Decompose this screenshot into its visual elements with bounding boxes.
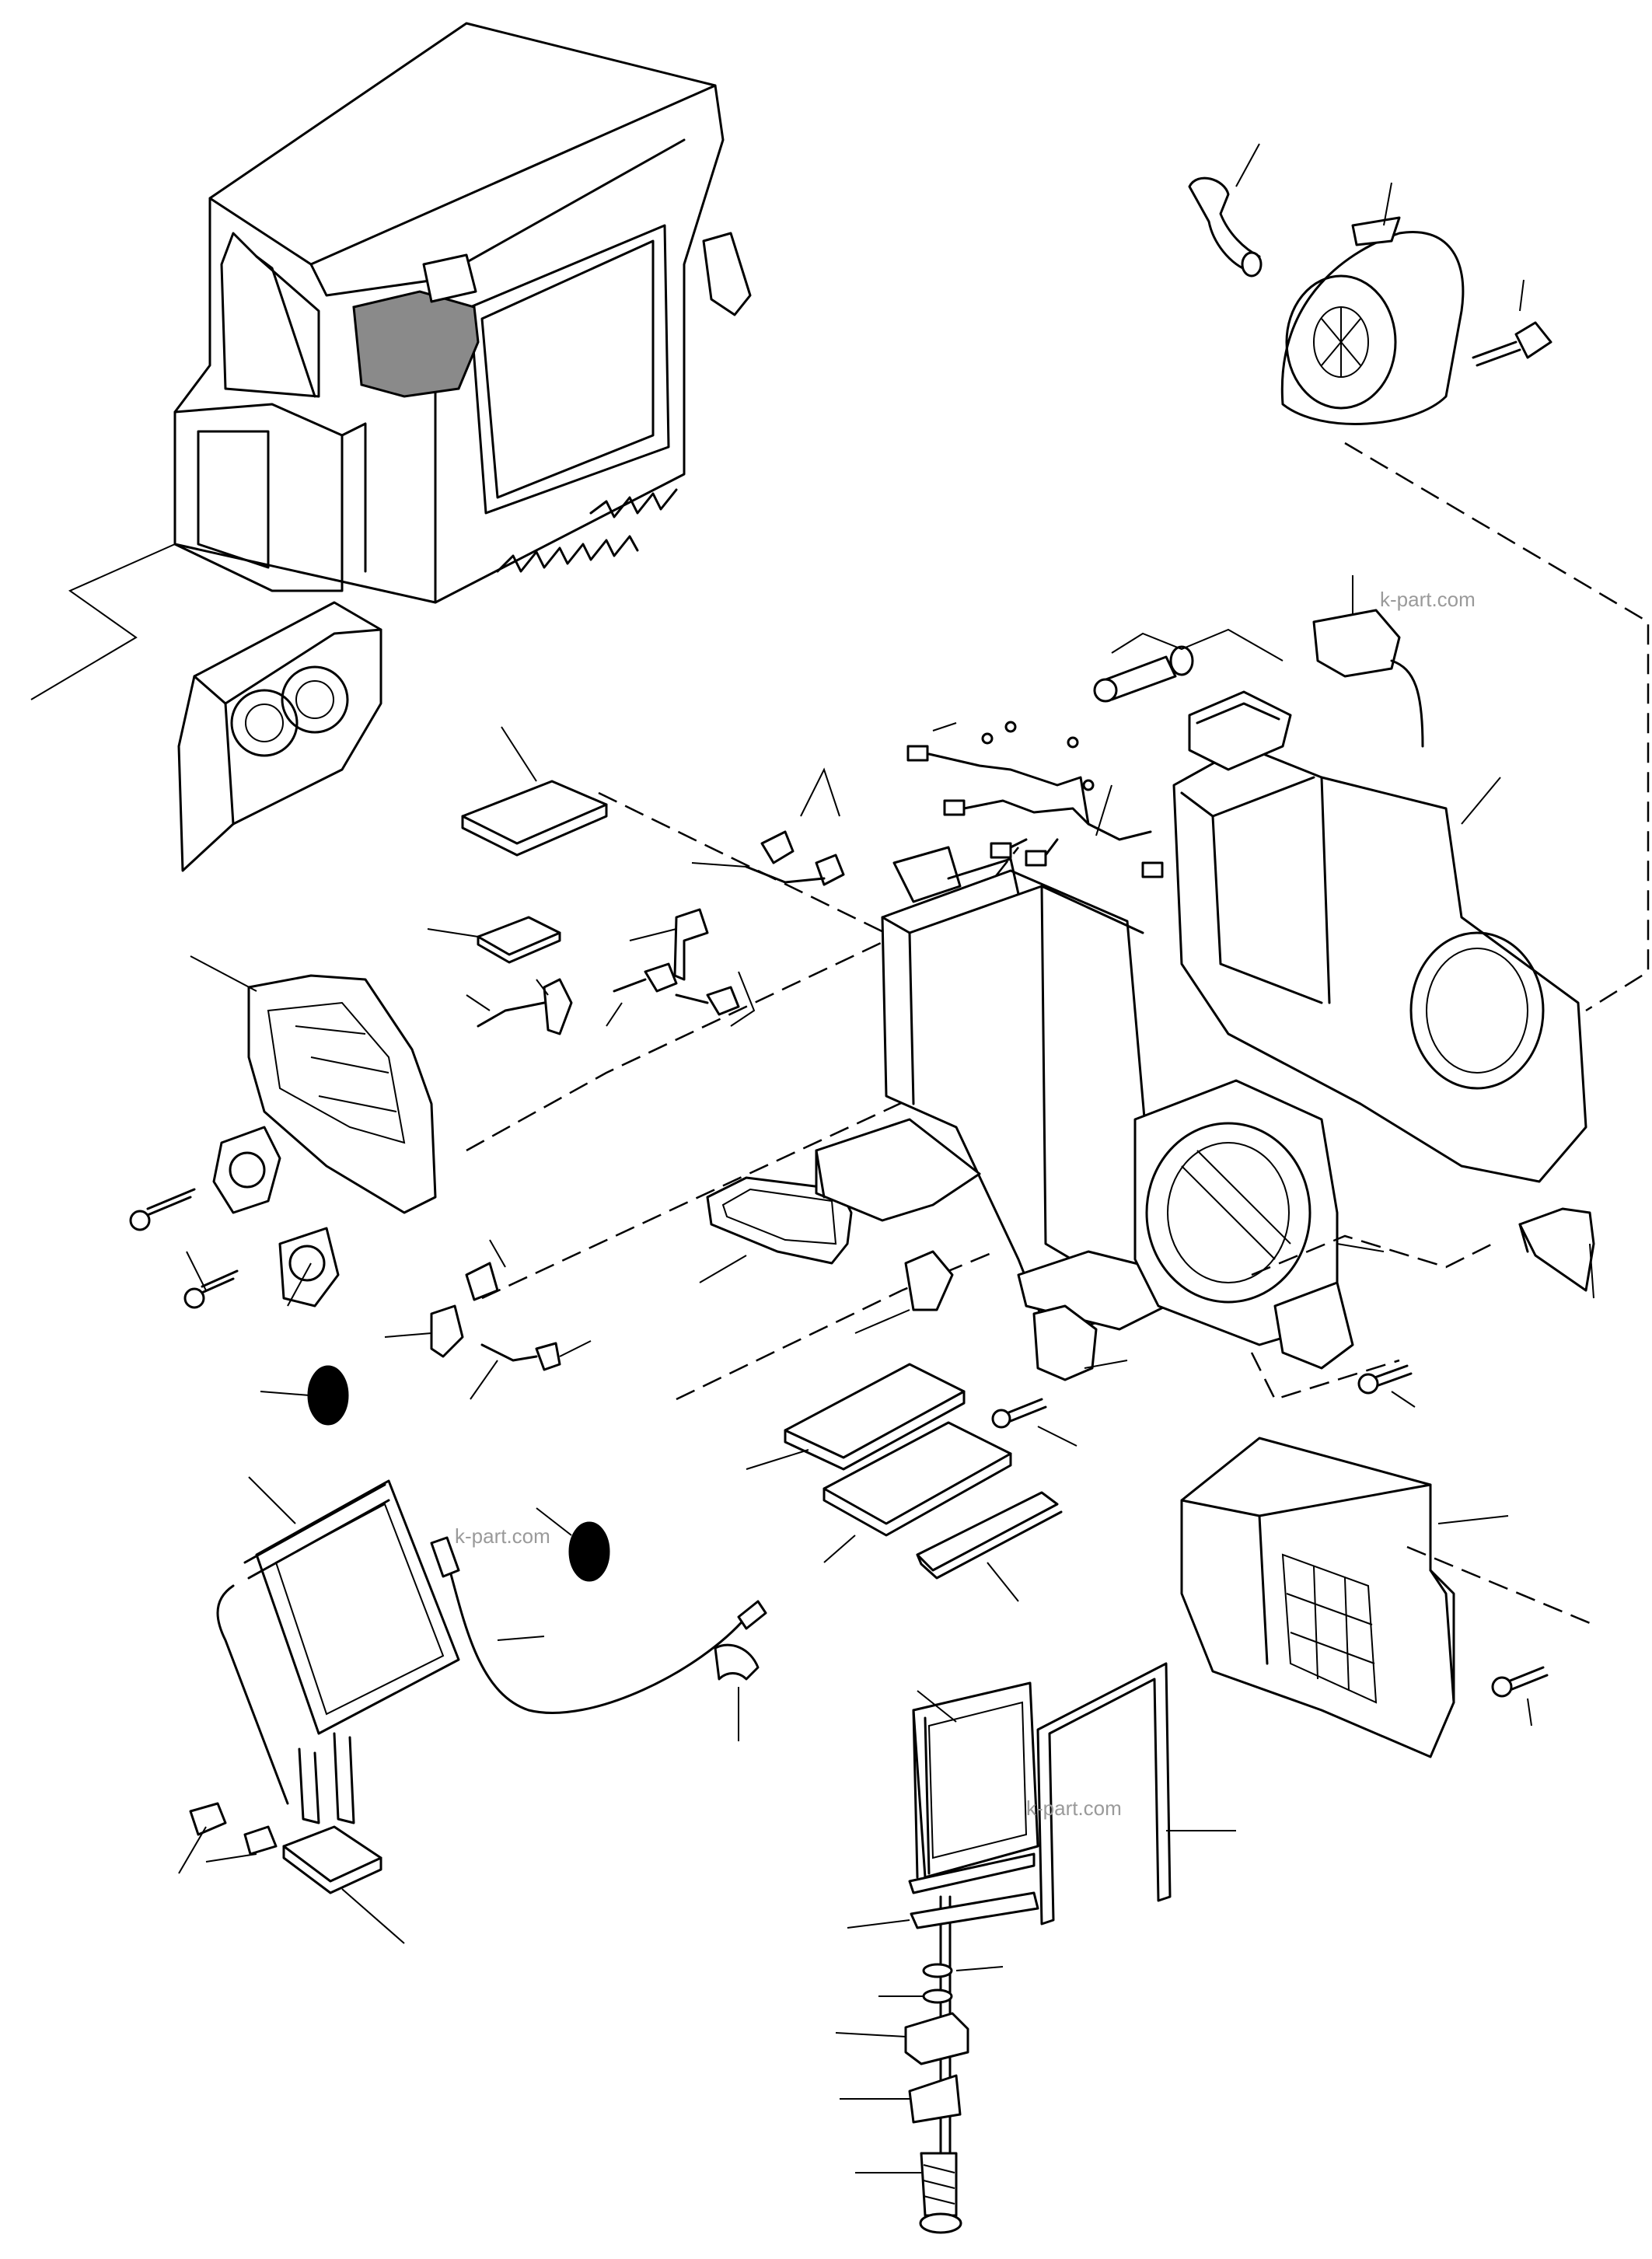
filter-trays [746,1250,1128,1602]
main-housing [815,846,1400,1401]
cab-assembly [30,22,752,700]
bolt-and-actuator [1093,575,1424,748]
temperature-sensor [430,1536,767,1741]
right-covers [1251,1207,1595,1408]
blower-housing [1172,442,1650,1183]
wiring-harness [906,721,1164,878]
watermark-text: k-part.com [1380,588,1476,611]
duct-seal [699,1176,853,1283]
evaporator [835,1662,1236,2234]
heater-unit [177,601,382,872]
blower-motor [1188,143,1552,425]
side-panel [129,955,437,1309]
seal-discs [260,1365,610,1582]
watermark-text: k-part.com [455,1524,550,1548]
heater-core [178,1476,460,1944]
watermark-text: k-part.com [1026,1796,1122,1820]
filter-pads [427,726,608,964]
outlet-box [1180,1437,1594,1758]
linkage-parts [384,767,1019,1401]
